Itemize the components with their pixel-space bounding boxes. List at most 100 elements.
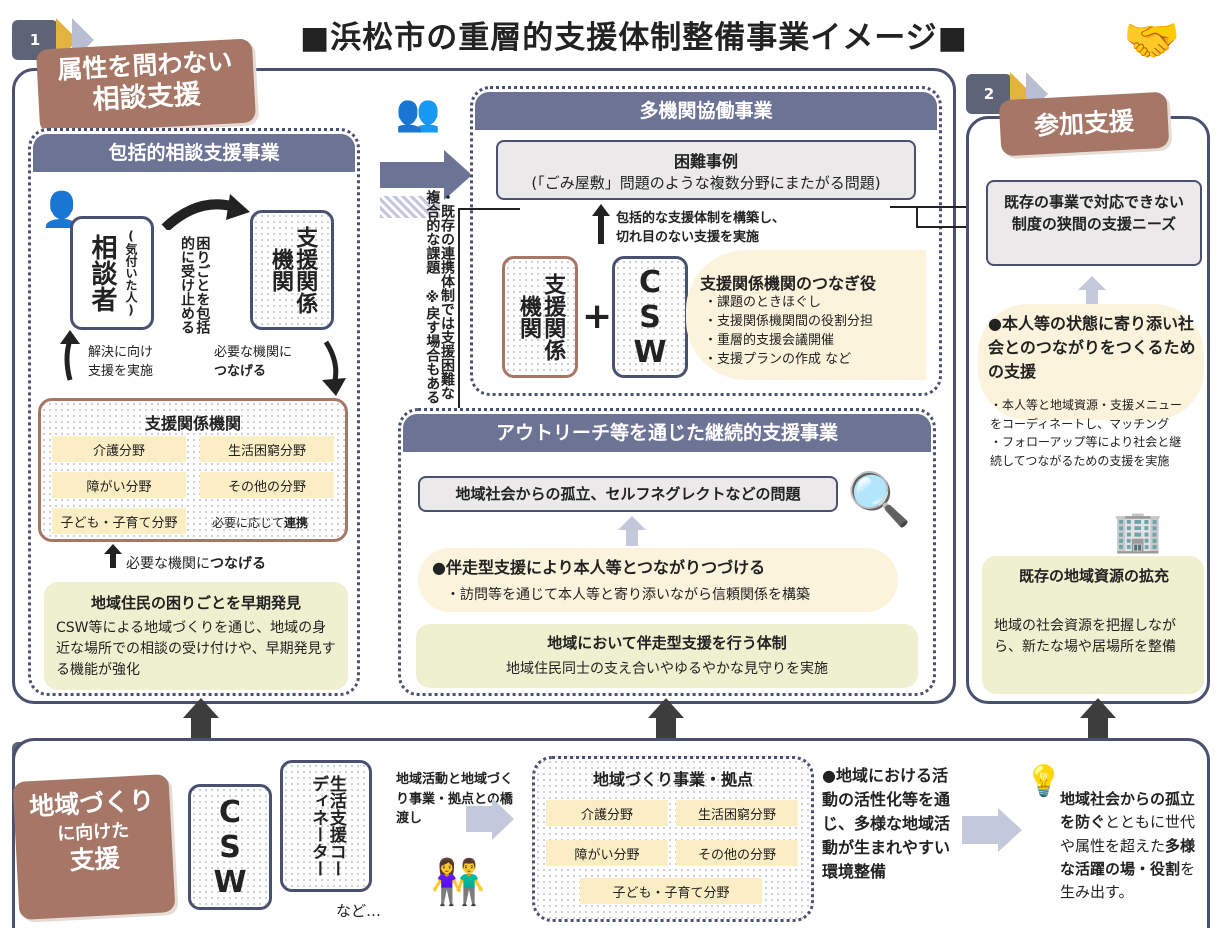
multi-support-org-box: 支援関係機関 [502, 256, 578, 378]
section3-tag-line3: 支援 [68, 843, 121, 876]
multi-support-org-label: 支援関係機関 [516, 273, 566, 361]
difficult-title: 困難事例 [673, 152, 738, 171]
consulter-sub: (気付いた人) [124, 229, 138, 317]
base-field-konkyu: 生活困窮分野 [676, 800, 798, 826]
section3-tag: 地域づくり に向けた 支援 [12, 774, 176, 920]
role-list: ・課題のときほぐし ・支援関係機関間の役割分担 ・重層的支援会議開催 ・支援プラ… [704, 294, 873, 369]
result-c: 多様な活躍の場・役割 [1060, 836, 1196, 878]
multi-csw-box: CSW [612, 256, 688, 378]
section2-tag: 参加支援 [998, 91, 1170, 157]
field-kaigo: 介護分野 [52, 436, 186, 462]
connect2-note: 必要な機関につなげる [126, 553, 266, 573]
early-body: CSW等による地域づくりを通じ、地域の身近な場所での相談の受け付けや、早期発見す… [56, 620, 336, 678]
consulter-label: 相談者 [87, 234, 117, 312]
middle-note: ・既存の連携体制では支援困難な複合的な課題 ※戻す場合もある [424, 190, 455, 404]
base-title: 地域づくり事業・拠点 [592, 770, 753, 789]
solve-note-line1: 解決に向け [88, 345, 154, 360]
field-shogai: 障がい分野 [52, 472, 186, 498]
role-item: ・支援関係機関間の役割分担 [704, 313, 874, 329]
connect-note-line2: つなげる [214, 363, 267, 379]
up-arrow-stem [656, 717, 676, 741]
as-needed-text: 必要に応じて [212, 516, 285, 530]
solve-note-line2: 支援を実施 [88, 363, 154, 379]
headline-bg [978, 304, 1204, 420]
page-title: ■浜松市の重層的支援体制整備事業イメージ■ [300, 20, 968, 56]
as-needed: 必要に応じて連携 [212, 514, 308, 531]
connect-note-line1: 必要な機関に [214, 345, 293, 360]
people-cheering-icon: 👫 [430, 857, 486, 908]
org-box-title: 支援関係機関 [144, 414, 241, 433]
expand-box [982, 556, 1204, 694]
field-kodomo: 子ども・子育て分野 [52, 508, 186, 534]
build-line1: 包括的な支援体制を構築し、 [616, 211, 786, 226]
accompany-title: ●伴走型支援により本人等とつながりつづける [432, 558, 766, 577]
connector-line [916, 206, 918, 228]
role-item: ・支援プランの作成 など [704, 351, 852, 367]
etc-text: など… [336, 902, 382, 920]
handshake-icon: 🤝 [1123, 12, 1181, 67]
up-arrow-icon [592, 204, 610, 216]
build-line2: 切れ目のない支援を実施 [616, 229, 760, 245]
multi-header: 多機関協働事業 [475, 92, 937, 130]
result-d: を生み出す。 [1060, 859, 1196, 901]
participation-bullet: ・フォローアップ等により社会と継続してつながるための支援を実施 [990, 435, 1182, 468]
connect-note: 必要な機関に つなげる [214, 344, 292, 382]
connect2-text: 必要な機関に [126, 556, 210, 572]
right-arrow-stem [962, 816, 998, 844]
lightbulb-icon: 💡 [1025, 763, 1063, 799]
support-org-box: 支援関係機関 [250, 210, 334, 330]
coordinator-label: 生活支援コーディネーター [308, 775, 346, 877]
up-arrow-stem [626, 530, 638, 546]
needs-box: 既存の事業で対応できない制度の狭間の支援ニーズ [986, 180, 1202, 266]
consulter-box: 相談者 (気付いた人) [70, 216, 154, 330]
field-konkyu: 生活困窮分野 [200, 436, 334, 462]
accompany-bg [418, 548, 898, 612]
result-text: 地域社会からの孤立を防ぐとともに世代や属性を超えた多様な活躍の場・役割を生み出す… [1060, 788, 1208, 904]
solve-note: 解決に向け 支援を実施 [88, 344, 153, 382]
down-arrow-icon [322, 340, 346, 396]
right-arrow-icon [998, 808, 1022, 852]
up-arrow-stem [110, 554, 116, 568]
right-arrow-stem [380, 162, 444, 188]
base-field-other: その他の分野 [676, 840, 798, 866]
curved-arrow-icon [161, 194, 250, 230]
outreach-header: アウトリーチ等を通じた継続的支援事業 [403, 414, 931, 452]
participation-headline: ●本人等の状態に寄り添い社会とのつながりをつくるための支援 [988, 314, 1196, 381]
result-b: とともに世代や属性を超えた [1060, 813, 1196, 855]
comprehensive-header: 包括的相談支援事業 [33, 134, 355, 172]
up-arrow-icon [104, 544, 122, 554]
outreach-problem: 地域社会からの孤立、セルフネグレクトなどの問題 [418, 476, 838, 512]
connector-line [890, 206, 970, 208]
role-title: 支援関係機関のつなぎ役 [700, 274, 877, 293]
system-box [416, 624, 918, 688]
up-arrow-icon [618, 516, 646, 530]
up-arrow-stem [598, 216, 604, 244]
participation-bullets: ・本人等と地域資源・支援メニューをコーディネートし、マッチング ・フォローアップ… [990, 396, 1190, 470]
multi-csw-label: CSW [632, 264, 668, 370]
section-number-1: 1 [12, 20, 58, 60]
bridge-text: 地域活動と地域づくり事業・拠点との橋渡し [396, 772, 514, 826]
base-field-shogai: 障がい分野 [546, 840, 668, 866]
role-item: ・課題のときほぐし [704, 295, 822, 310]
participation-bullet: ・本人等と地域資源・支援メニューをコーディネートし、マッチング [990, 398, 1183, 431]
field-other: その他の分野 [200, 472, 334, 498]
as-needed-link: 連携 [284, 516, 309, 530]
org-box [38, 398, 348, 542]
result-a: 地域社会からの孤立を防ぐ [1060, 790, 1196, 832]
support-org-label: 支援関係機関 [268, 226, 318, 314]
right-arrow-stem [466, 806, 492, 832]
role-item: ・重層的支援会議開催 [704, 332, 835, 348]
activation-text: ●地域における活動の活性化等を通じ、多様な地域活動が生まれやすい環境整備 [822, 766, 951, 881]
base-field-kodomo: 子ども・子育て分野 [580, 878, 762, 904]
left-arrow-hatched [380, 196, 440, 218]
base-panel [532, 756, 814, 922]
up-arrow-icon [60, 330, 80, 381]
accompany-body: ・訪問等を通じて本人等と寄り添いながら信頼関係を構築 [446, 587, 810, 603]
base-field-kaigo: 介護分野 [546, 800, 668, 826]
system-title: 地域において伴走型支援を行う体制 [547, 634, 787, 652]
consultation-people-icon: 👥 [395, 93, 441, 134]
up-arrow-icon [648, 698, 684, 718]
difficult-body: (「ごみ屋敷」問題のような複数分野にまたがる問題) [531, 174, 881, 192]
difficult-box: 困難事例 (「ごみ屋敷」問題のような複数分野にまたがる問題) [496, 140, 916, 200]
connect2-bold: つなげる [210, 556, 266, 572]
